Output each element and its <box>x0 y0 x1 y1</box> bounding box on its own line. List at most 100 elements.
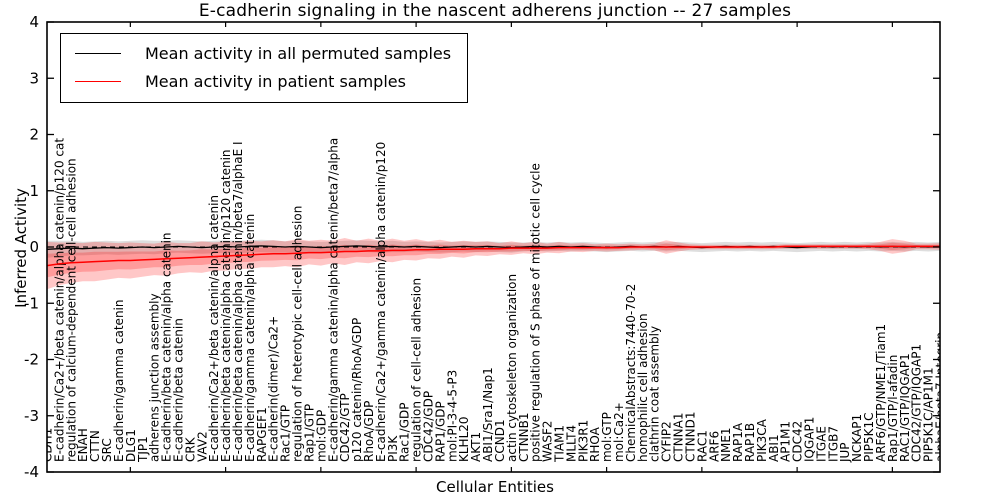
x-tick-label: E-cadherin/gamma catenin <box>112 300 126 463</box>
permuted-line-swatch-icon <box>75 52 121 54</box>
patient-std-band <box>47 238 940 290</box>
x-tick-label: ABI1/Sra1/Nap1 <box>481 367 495 462</box>
x-tick-label: VAV2 <box>195 431 209 462</box>
x-tick-label: JUP <box>838 442 852 463</box>
y-axis-label: Inferred Activity <box>12 188 30 308</box>
x-tick-label: ABI1 <box>767 434 781 462</box>
x-tick-label: E-cadherin/gamma catenin/alpha catenin/b… <box>326 138 340 462</box>
y-tick-label: 1 <box>29 182 39 200</box>
x-tick-label: RAC1 <box>695 430 709 462</box>
permuted-mean-line <box>46 245 941 250</box>
patient-line-swatch-icon <box>75 80 121 82</box>
x-tick-label: CYFIP2 <box>660 421 674 462</box>
x-tick-label: mol:GTP <box>600 412 614 462</box>
x-tick-label: CDC42 <box>791 421 805 462</box>
x-tick-label: TIAM1 <box>552 425 566 463</box>
y-tick-label: 2 <box>29 126 39 144</box>
x-tick-label: mol:GDP <box>314 410 328 462</box>
x-tick-label: p120 catenin/RhoA/GDP <box>350 318 364 462</box>
x-tick-label: Rap1/GTP <box>302 404 316 462</box>
x-tick-label: regulation of cell-cell adhesion <box>410 278 424 462</box>
chart-title: E-cadherin signaling in the nascent adhe… <box>198 1 792 21</box>
x-tick-label: mol:PI-3-4-5-P3 <box>445 370 459 462</box>
x-tick-label: PIP5K1C/AP1M1 <box>922 367 936 462</box>
legend-item-patient: Mean activity in patient samples <box>75 67 451 95</box>
y-tick-label: 4 <box>29 13 39 31</box>
y-tick-label: -3 <box>24 407 39 425</box>
x-tick-label: CTNNA1 <box>672 412 686 462</box>
x-tick-label: IQGAP1 <box>803 417 817 462</box>
x-tick-label: KLHL20 <box>457 416 471 462</box>
x-tick-label: ChemicalAbstracts:7440-70-2 <box>624 284 638 462</box>
x-tick-label: CDH1 <box>41 428 55 462</box>
x-tick-label: ITGAE <box>814 426 828 462</box>
x-tick-label: ARF6 <box>707 431 721 462</box>
legend-item-permuted: Mean activity in all permuted samples <box>75 39 451 67</box>
x-tick-label: NCKAP1 <box>850 414 864 462</box>
x-tick-label: MLLT4 <box>564 425 578 462</box>
x-tick-label: CDC42/GDP <box>422 391 436 462</box>
x-tick-label: SRC <box>100 438 114 462</box>
x-tick-label: CTNNB1 <box>517 412 531 462</box>
x-axis-label: Cellular Entities <box>436 478 554 496</box>
patient-std-inner-band <box>47 242 940 278</box>
x-tick-label: PI3K <box>386 435 400 462</box>
x-tick-label: AKT1 <box>469 432 483 462</box>
y-tick-label: -4 <box>24 463 39 481</box>
x-tick-label: E-cadherin/Ca2+/beta catenin/alpha caten… <box>52 138 66 462</box>
x-tick-label: WASF2 <box>541 420 555 462</box>
x-tick-label: NME1 <box>719 427 733 462</box>
x-tick-label: RAC1/GTP/IQGAP1 <box>898 353 912 462</box>
x-tick-label: E-cadherin(dimer)/Ca2+ <box>267 316 281 462</box>
x-tick-label: RhoA/GDP <box>362 401 376 462</box>
x-tick-label: RHOA <box>588 426 602 462</box>
x-tick-label: regulation of calcium-dependent cell-cel… <box>64 158 78 462</box>
x-tick-label: positive regulation of S phase of mitoti… <box>529 163 543 462</box>
x-tick-label: E-cadherin/beta catenin <box>171 318 185 462</box>
x-tick-label: mol:Ca2+ <box>612 402 626 462</box>
x-tick-label: PIK3CA <box>755 418 769 462</box>
patient-mean-line <box>46 245 940 267</box>
x-tick-label: CDC42/GTP/IQGAP1 <box>910 344 924 462</box>
y-tick-label: 3 <box>29 69 39 87</box>
y-tick-label: -2 <box>24 351 39 369</box>
x-tick-label: RAP1/GDP <box>433 401 447 462</box>
x-tick-label: RAP1B <box>743 423 757 462</box>
x-tick-label: CDC42/GTP <box>338 393 352 462</box>
x-tick-label: ENAH <box>76 428 90 462</box>
x-tick-label: actin cytoskeleton organization <box>505 274 519 462</box>
legend: Mean activity in all permuted samples Me… <box>60 33 469 103</box>
x-tick-label: Rac1/GTP <box>279 405 293 462</box>
x-tick-label: clathrin coat assembly <box>648 326 662 462</box>
x-tick-label: E-cadherin/gamma catenin/alpha catenin <box>243 214 257 462</box>
x-tick-label: AP1M1 <box>779 421 793 462</box>
x-tick-label: RAPGEF1 <box>255 407 269 462</box>
x-tick-label: CTTN <box>88 430 102 462</box>
x-tick-label: ITGB7 <box>826 426 840 462</box>
x-tick-label: CCND1 <box>493 419 507 462</box>
x-tick-label: ARF6/GTP/NME1/Tiam1 <box>874 324 888 462</box>
legend-label-patient: Mean activity in patient samples <box>145 71 406 91</box>
x-tick-label: RAP1A <box>731 422 745 462</box>
legend-label-permuted: Mean activity in all permuted samples <box>145 43 452 63</box>
x-tick-label: PIP5K1C <box>862 412 876 462</box>
y-tick-label: -1 <box>24 294 39 312</box>
x-tick-label: PIK3R1 <box>576 420 590 462</box>
x-tick-label: Rac1/GDP <box>398 403 412 462</box>
y-tick-label: 0 <box>29 238 39 256</box>
x-tick-label: CRK <box>183 436 197 462</box>
x-tick-label: homophilic cell adhesion <box>636 313 650 462</box>
x-tick-label: TJP1 <box>136 436 150 463</box>
x-tick-label: E-cadherin/beta catenin/alpha catenin/p1… <box>219 149 233 462</box>
x-tick-label: Rap1/GTP/l-afadin <box>886 355 900 462</box>
x-tick-label: E-cadherin/beta catenin/alpha catenin/be… <box>231 141 245 462</box>
x-tick-label: E-cadherin/beta catenin/alpha catenin <box>160 232 174 462</box>
x-tick-label: CTNND1 <box>683 411 697 462</box>
x-tick-label: DLG1 <box>124 429 138 462</box>
x-tick-label: E-cadherin/Ca2+/gamma catenin/alpha cate… <box>374 142 388 462</box>
x-tick-label: E-cadherin/Ca2+/beta catenin/alpha caten… <box>207 195 221 462</box>
x-tick-label: adherens junction assembly <box>148 293 162 462</box>
